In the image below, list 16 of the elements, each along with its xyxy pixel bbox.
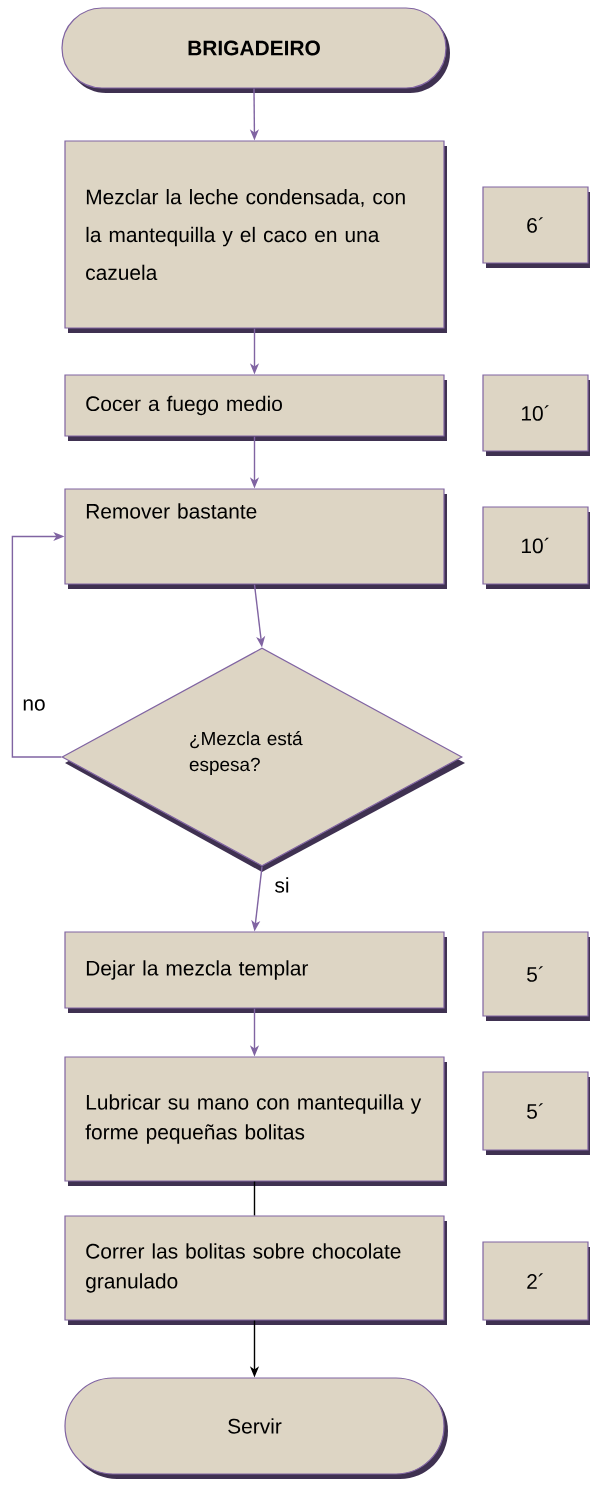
- terminal-box: BRIGADEIRO: [61, 7, 450, 93]
- duration-box: 10´: [482, 374, 590, 456]
- duration-box: 6´: [482, 186, 590, 268]
- process-box: Lubricar su mano con mantequilla y forme pequeñas bolitas: [64, 1056, 447, 1186]
- duration-box: 5´: [482, 1071, 590, 1155]
- process-box: Cocer a fuego medio: [64, 374, 447, 441]
- terminal-box: Servir: [64, 1377, 448, 1479]
- edge-label: si: [273, 876, 291, 894]
- process-box: Mezclar la leche condensada, con la mantequilla y el caco en una cazuela: [64, 140, 447, 333]
- process-box: Dejar la mezcla templar: [64, 931, 447, 1013]
- duration-box: 5´: [482, 931, 590, 1021]
- process-box: Correr las bolitas sobre chocolate granulado: [64, 1215, 447, 1325]
- duration-box: 2´: [482, 1241, 590, 1325]
- duration-box: 10´: [482, 506, 590, 589]
- edge-label: no: [21, 698, 47, 712]
- process-box: Remover bastante: [64, 488, 447, 589]
